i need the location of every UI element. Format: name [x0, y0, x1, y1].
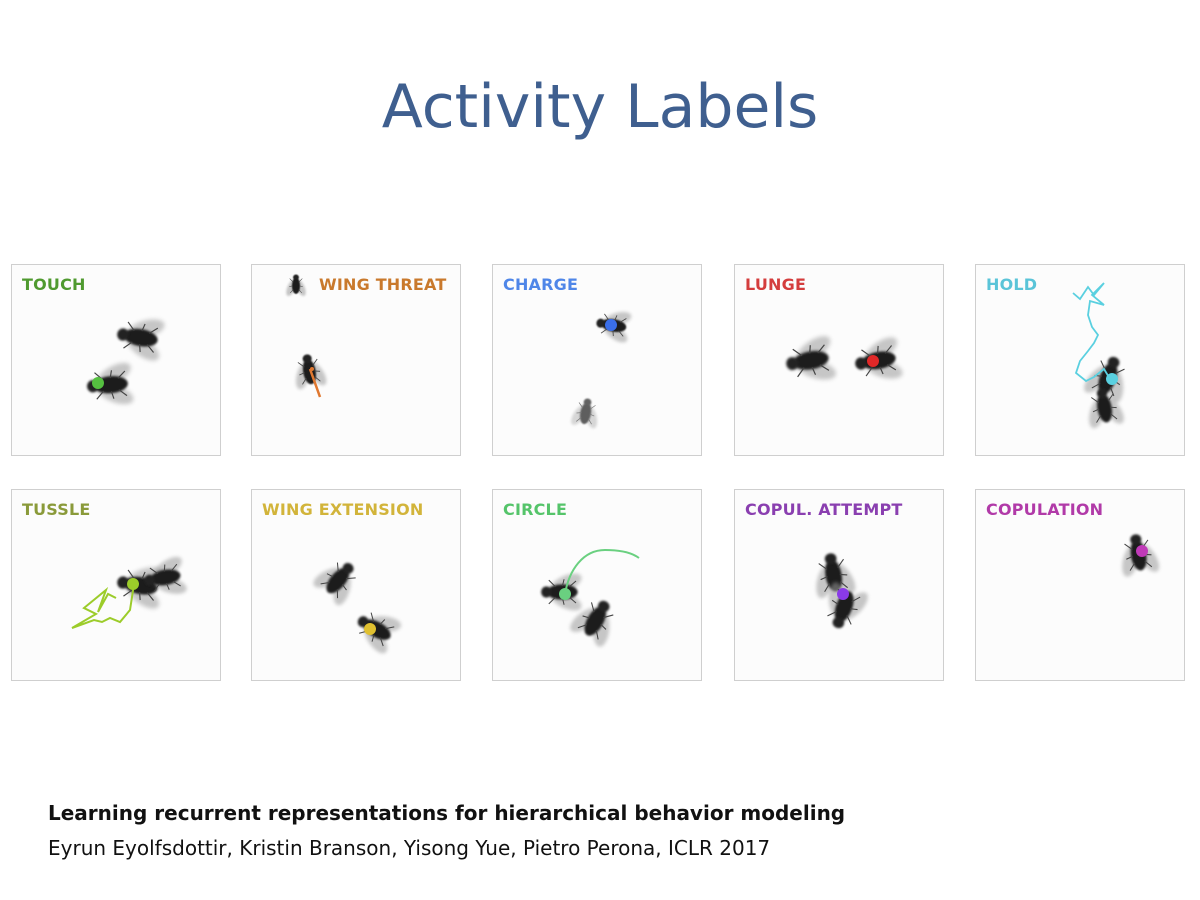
panel-circle: CIRCLE: [492, 489, 702, 681]
tussle-illustration: [71, 490, 222, 629]
touch-marker-icon: [92, 377, 104, 389]
panel-hold: HOLD: [975, 264, 1185, 456]
touch-illustration: [12, 265, 222, 457]
panel-label: TUSSLE: [22, 500, 91, 519]
lunge-illustration: [735, 265, 945, 457]
panel-copul-attempt: COPUL. ATTEMPT: [734, 489, 944, 681]
tussle-marker-icon: [127, 578, 139, 590]
lunge-marker-icon: [867, 355, 879, 367]
slide-title: Activity Labels: [381, 72, 819, 142]
citation-title: Learning recurrent representations for h…: [48, 801, 846, 825]
panel-label: CIRCLE: [503, 500, 568, 519]
panel-charge: CHARGE: [492, 264, 702, 456]
panel-label: TOUCH: [22, 275, 86, 294]
panel-copulation: COPULATION: [975, 489, 1185, 681]
copul-attempt-marker-icon: [837, 588, 849, 600]
hold-marker-icon: [1106, 373, 1118, 385]
circle-illustration: [493, 548, 640, 682]
panel-label: WING EXTENSION: [262, 500, 424, 519]
panel-label: CHARGE: [503, 275, 579, 294]
hold-illustration: [1072, 282, 1186, 457]
citation-authors: Eyrun Eyolfsdottir, Kristin Branson, Yis…: [48, 836, 771, 860]
panel-label: WING THREAT: [319, 275, 447, 294]
panel-label: LUNGE: [745, 275, 807, 294]
panel-tussle: TUSSLE: [11, 489, 221, 681]
charge-marker-icon: [605, 319, 617, 331]
panel-label: HOLD: [986, 275, 1038, 294]
wing-extension-marker-icon: [364, 623, 376, 635]
copul-attempt-illustration: [735, 490, 945, 682]
charge-illustration: [493, 265, 703, 457]
wing-extension-illustration: [252, 490, 462, 682]
panel-touch: TOUCH: [11, 264, 221, 456]
panel-wing-extension: WING EXTENSION: [251, 489, 461, 681]
wing-threat-illustration: [252, 265, 462, 398]
panel-wing-threat: WING THREAT: [251, 264, 461, 456]
panel-label: COPUL. ATTEMPT: [745, 500, 903, 519]
copulation-illustration: [976, 490, 1186, 682]
circle-marker-icon: [559, 588, 571, 600]
panel-lunge: LUNGE: [734, 264, 944, 456]
panel-label: COPULATION: [986, 500, 1104, 519]
copulation-marker-icon: [1136, 545, 1148, 557]
